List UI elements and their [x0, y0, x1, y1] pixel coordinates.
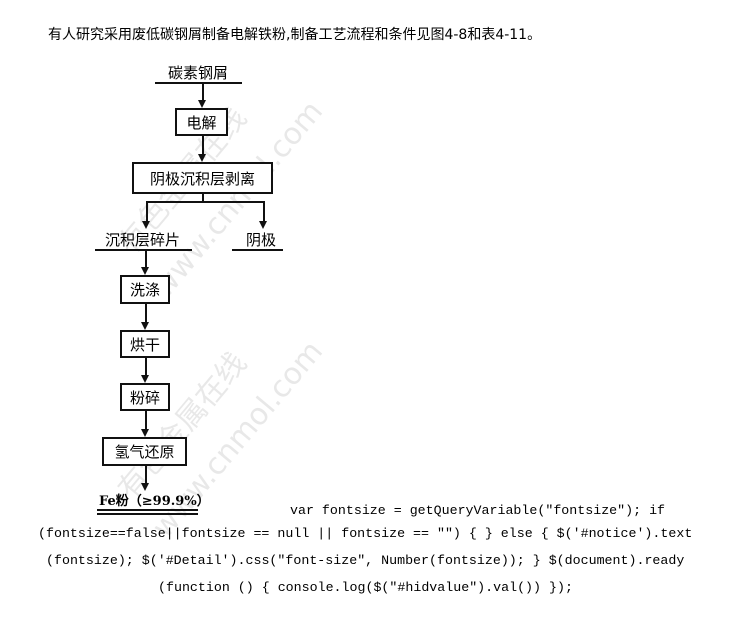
double-underline: [97, 509, 198, 511]
arrow: [145, 466, 147, 484]
arrowhead-icon: [259, 221, 267, 229]
arrow: [202, 83, 204, 103]
arrow: [202, 194, 204, 202]
arrow: [145, 304, 147, 323]
arrow: [145, 358, 147, 376]
arrow: [202, 136, 204, 156]
intro-text: 有人研究采用废低碳钢屑制备电解铁粉,制备工艺流程和条件见图4-8和表4-11。: [48, 27, 542, 43]
arrow: [145, 250, 147, 268]
arrowhead-icon: [142, 221, 150, 229]
step-cathode-stripping: 阴极沉积层剥离: [132, 162, 273, 194]
step-washing: 洗涤: [120, 275, 170, 304]
code-text-line: var fontsize = getQueryVariable("fontsiz…: [290, 503, 666, 518]
underline: [232, 249, 283, 251]
arrowhead-icon: [198, 100, 206, 108]
step-electrolysis: 电解: [175, 108, 228, 136]
step-drying: 烘干: [120, 330, 170, 358]
step-crushing: 粉碎: [120, 383, 170, 411]
deposit-fragments-label: 沉积层碎片: [105, 231, 181, 249]
code-text-line: (function () { console.log($("#hidvalue"…: [158, 580, 573, 595]
arrow: [146, 201, 148, 223]
arrowhead-icon: [141, 483, 149, 491]
branch-line: [146, 201, 264, 203]
start-label: 碳素钢屑: [168, 64, 229, 82]
arrowhead-icon: [141, 267, 149, 275]
step-hydrogen-reduction: 氢气还原: [102, 437, 187, 466]
underline: [95, 249, 192, 251]
double-underline: [97, 513, 198, 515]
arrowhead-icon: [141, 375, 149, 383]
arrowhead-icon: [198, 154, 206, 162]
product-label: Fe粉（≥99.9%）: [99, 494, 210, 509]
underline: [155, 82, 242, 84]
arrowhead-icon: [141, 322, 149, 330]
code-text-line: (fontsize==false||fontsize == null || fo…: [38, 526, 693, 541]
code-text-line: (fontsize); $('#Detail').css("font-size"…: [46, 553, 685, 568]
arrowhead-icon: [141, 429, 149, 437]
arrow: [145, 411, 147, 430]
cathode-label: 阴极: [246, 231, 277, 249]
arrow: [263, 201, 265, 223]
